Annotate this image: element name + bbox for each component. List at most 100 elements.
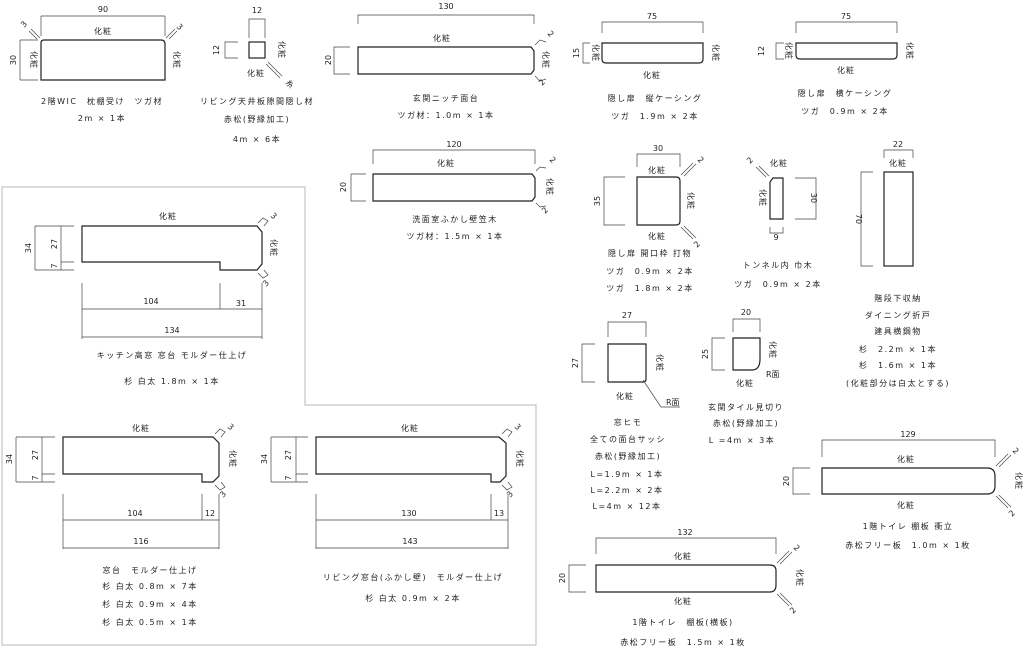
dim-width-window-trim xyxy=(607,321,647,337)
caption-stair-2: 建具横鋼物 xyxy=(874,326,922,336)
dim-width-washroom-value: 120 xyxy=(446,140,461,149)
caption-sill-1: 杉 白太 0.8m × 7本 xyxy=(102,581,197,591)
dim-width-wic-value: 90 xyxy=(98,5,108,14)
part-wic: 90 30 3 3 化粧 化粧 化粧 2階WIC 枕棚受け ツガ材 2m × 1… xyxy=(9,5,185,123)
dim-total-living-sill: 143 xyxy=(402,537,417,546)
part-tile-edge: 20 25 化粧 R面 化粧 玄関タイル見切り 赤松(野縁加工) L =4m ×… xyxy=(701,308,783,445)
caption-tunnel-1: ツガ 0.9m × 2本 xyxy=(734,279,821,289)
caption-washroom-1: ツガ材：1.5m × 1本 xyxy=(407,231,504,241)
dim-width-toilet-screen-value: 129 xyxy=(900,430,915,439)
finish-right-vertical-casing: 化粧 xyxy=(711,44,721,62)
finish-top-toilet-shelf: 化粧 xyxy=(674,551,692,561)
caption-vertical-casing-1: ツガ 1.9m × 2本 xyxy=(611,111,698,121)
part-stair: 22 70 化粧 階段下収納 ダイニング折戸 建具横鋼物 杉 2.2m × 1本… xyxy=(846,140,949,388)
finish-top-stair: 化粧 xyxy=(889,158,907,168)
finish-bottom-window-trim: 化粧 xyxy=(616,391,634,401)
dim-width-window-trim-value: 27 xyxy=(622,311,632,320)
dim-width-tile-edge xyxy=(732,318,761,332)
chamfer-wic-left: 3 xyxy=(19,19,29,29)
profile-sill xyxy=(62,436,220,483)
caption-ceiling-0: リビング天井板隙間隠し材 xyxy=(200,96,314,106)
dim-height-stair-value: 70 xyxy=(854,214,863,224)
part-entrance-niche: 130 20 2 2 化粧 化粧 玄関ニッチ面台 ツガ材：1.0m × 1本 xyxy=(324,2,556,120)
caption-horizontal-casing-0: 隠し扉 横ケーシング xyxy=(798,88,893,98)
profile-tile-edge xyxy=(732,337,761,371)
caption-entrance-niche-1: ツガ材：1.0m × 1本 xyxy=(398,110,495,120)
dim-height-living-sill xyxy=(270,436,308,483)
profile-living-sill xyxy=(315,436,507,483)
finish-top-kitchen: 化粧 xyxy=(159,211,177,221)
dim-height-toilet-screen-value: 20 xyxy=(782,476,791,486)
part-toilet-shelf: 132 20 2 2 化粧 化粧 化粧 1階トイレ 棚板(横板) 赤松フリー板 … xyxy=(558,528,805,647)
caption-kitchen-1: 杉 白太 1.8m × 1本 xyxy=(124,376,219,386)
finish-top-entrance-niche: 化粧 xyxy=(433,33,451,43)
molder-group-frame xyxy=(1,186,537,646)
dim-height-door-frame xyxy=(603,176,625,226)
dim-height-window-trim-value: 27 xyxy=(571,358,580,368)
chamfer-sill-bottom: 3 xyxy=(218,489,228,499)
dim-main-kitchen: 104 xyxy=(143,297,158,306)
dim-upper-kitchen: 27 xyxy=(50,239,59,249)
chamfer-mark-entrance-top xyxy=(534,39,547,46)
dim-total-height-living-sill: 34 xyxy=(260,454,269,464)
finish-top-toilet-screen: 化粧 xyxy=(897,454,915,464)
finish-bottom-horizontal-casing: 化粧 xyxy=(837,65,855,75)
finish-right-toilet-screen: 化粧 xyxy=(1014,472,1024,490)
chamfer-mark-tunnel xyxy=(755,165,770,178)
finish-bottom-vertical-casing: 化粧 xyxy=(643,70,661,80)
caption-window-trim-0: 窓ヒモ xyxy=(614,417,643,427)
caption-window-trim-2: 赤松(野縁加工) xyxy=(595,451,661,461)
part-living-sill: 34 27 7 130 13 143 3 3 化粧 化粧 リビング窓台(ふかし壁… xyxy=(260,422,525,603)
finish-bottom-toilet-shelf: 化粧 xyxy=(674,596,692,606)
dim-height-stair xyxy=(860,171,873,267)
dim-height-ceiling-value: 12 xyxy=(212,45,221,55)
dim-main-living-sill: 130 xyxy=(401,509,416,518)
dim-height-wic xyxy=(19,39,38,81)
dim-upper-living-sill: 27 xyxy=(284,450,293,460)
finish-left-vertical-casing: 化粧 xyxy=(591,44,601,62)
dim-height-ceiling xyxy=(224,41,238,59)
chamfer-mark-living-bottom xyxy=(501,481,513,491)
r-face-leader-window-trim xyxy=(642,379,680,408)
caption-door-frame-2: ツガ 1.8m × 2本 xyxy=(606,283,693,293)
caption-window-trim-5: L=4m × 12本 xyxy=(592,501,661,511)
caption-tile-edge-1: 赤松(野縁加工) xyxy=(713,418,779,428)
finish-bottom-ceiling: 化粧 xyxy=(247,68,265,78)
dim-width-horizontal-casing xyxy=(795,21,898,33)
dim-total-sill: 116 xyxy=(133,537,148,546)
dim-width-entrance-niche xyxy=(357,14,535,24)
finish-left-tunnel: 化粧 xyxy=(758,189,768,207)
dim-lip-living-sill: 13 xyxy=(494,509,504,518)
chamfer-tunnel: 2 xyxy=(745,155,755,165)
dim-width-entrance-niche-value: 130 xyxy=(438,2,453,11)
finish-bottom-door-frame: 化粧 xyxy=(648,231,666,241)
dim-height-horizontal-casing-value: 12 xyxy=(757,46,766,56)
profile-ceiling xyxy=(248,41,266,59)
dim-width-ceiling-value: 12 xyxy=(252,6,262,15)
caption-tunnel-0: トンネル内 巾木 xyxy=(743,260,813,270)
dim-height-vertical-casing-value: 15 xyxy=(572,48,581,58)
dim-width-stair-value: 22 xyxy=(893,140,903,149)
chamfer-mark-toilet-shelf-top xyxy=(776,550,793,565)
dim-lower-living-sill: 7 xyxy=(284,475,293,480)
dim-lower-sill: 7 xyxy=(31,475,40,480)
finish-top-wic: 化粧 xyxy=(94,26,112,36)
chamfer-mark-entrance-bottom xyxy=(534,75,547,82)
profile-kitchen xyxy=(81,225,263,271)
chamfer-living-top: 3 xyxy=(513,422,523,432)
caption-wic-0: 2階WIC 枕棚受け ツガ材 xyxy=(41,96,163,106)
finish-right-wic: 化粧 xyxy=(172,51,182,69)
dim-height-sill xyxy=(15,436,55,483)
caption-toilet-shelf-0: 1階トイレ 棚板(横板) xyxy=(632,617,733,627)
chamfer-living-bottom: 3 xyxy=(505,489,515,499)
dim-width-toilet-screen xyxy=(821,439,996,457)
profile-wic xyxy=(40,39,166,81)
caption-entrance-niche-0: 玄関ニッチ面台 xyxy=(413,93,480,103)
chamfer-mark-living-top xyxy=(501,428,513,438)
caption-horizontal-casing-1: ツガ 0.9m × 2本 xyxy=(801,106,888,116)
dim-width-tunnel-value: 9 xyxy=(773,233,778,242)
chamfer-ceiling: 糸 xyxy=(284,77,297,90)
dim-upper-sill: 27 xyxy=(31,450,40,460)
caption-sill-0: 窓台 モルダー仕上げ xyxy=(103,565,198,575)
caption-wic-1: 2m × 1本 xyxy=(78,113,126,123)
